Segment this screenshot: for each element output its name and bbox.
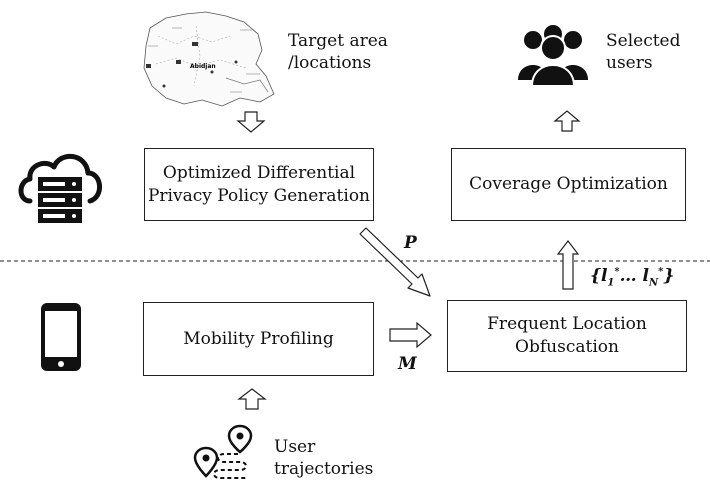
trajectory-pins-icon (193, 424, 253, 479)
location-obfuscation-box: Frequent Location Obfuscation (447, 300, 687, 372)
arrow-mobility-to-obfuscation (389, 321, 432, 349)
cloud-server-icon (18, 154, 102, 223)
arrow-policy-to-obfuscation (359, 227, 431, 297)
obfuscation-box-line1: Frequent Location (487, 314, 647, 334)
users-group-icon (518, 25, 588, 87)
target-area-label: Target area /locations (288, 31, 388, 73)
coverage-box-label: Coverage Optimization (469, 174, 668, 194)
arrow-map-to-policy (236, 111, 266, 133)
mobility-symbol-m: M (398, 354, 417, 374)
policy-symbol-p: P (404, 233, 417, 253)
client-server-divider (0, 260, 710, 262)
policy-box-line1: Optimized Differential (162, 162, 356, 183)
arrow-coverage-to-users (553, 110, 581, 132)
mobility-profiling-box: Mobility Profiling (143, 302, 374, 376)
obfuscated-locations-set: {l1*… lN*} (590, 266, 675, 289)
obfuscation-box-line2: Obfuscation (515, 337, 619, 357)
policy-generation-box: Optimized Differential Privacy Policy Ge… (144, 148, 374, 221)
mobility-box-label: Mobility Profiling (183, 328, 334, 349)
map-icon: Abidjan (143, 11, 275, 107)
selected-users-label: Selected users (606, 31, 681, 73)
arrow-obfuscation-to-coverage (556, 240, 580, 290)
smartphone-icon (41, 303, 81, 371)
arrow-trajectories-to-mobility (237, 388, 267, 410)
policy-box-line2: Privacy Policy Generation (147, 185, 371, 206)
map-city-label: Abidjan (190, 63, 216, 70)
user-trajectories-label: User trajectories (274, 437, 374, 479)
coverage-optimization-box: Coverage Optimization (451, 148, 686, 221)
